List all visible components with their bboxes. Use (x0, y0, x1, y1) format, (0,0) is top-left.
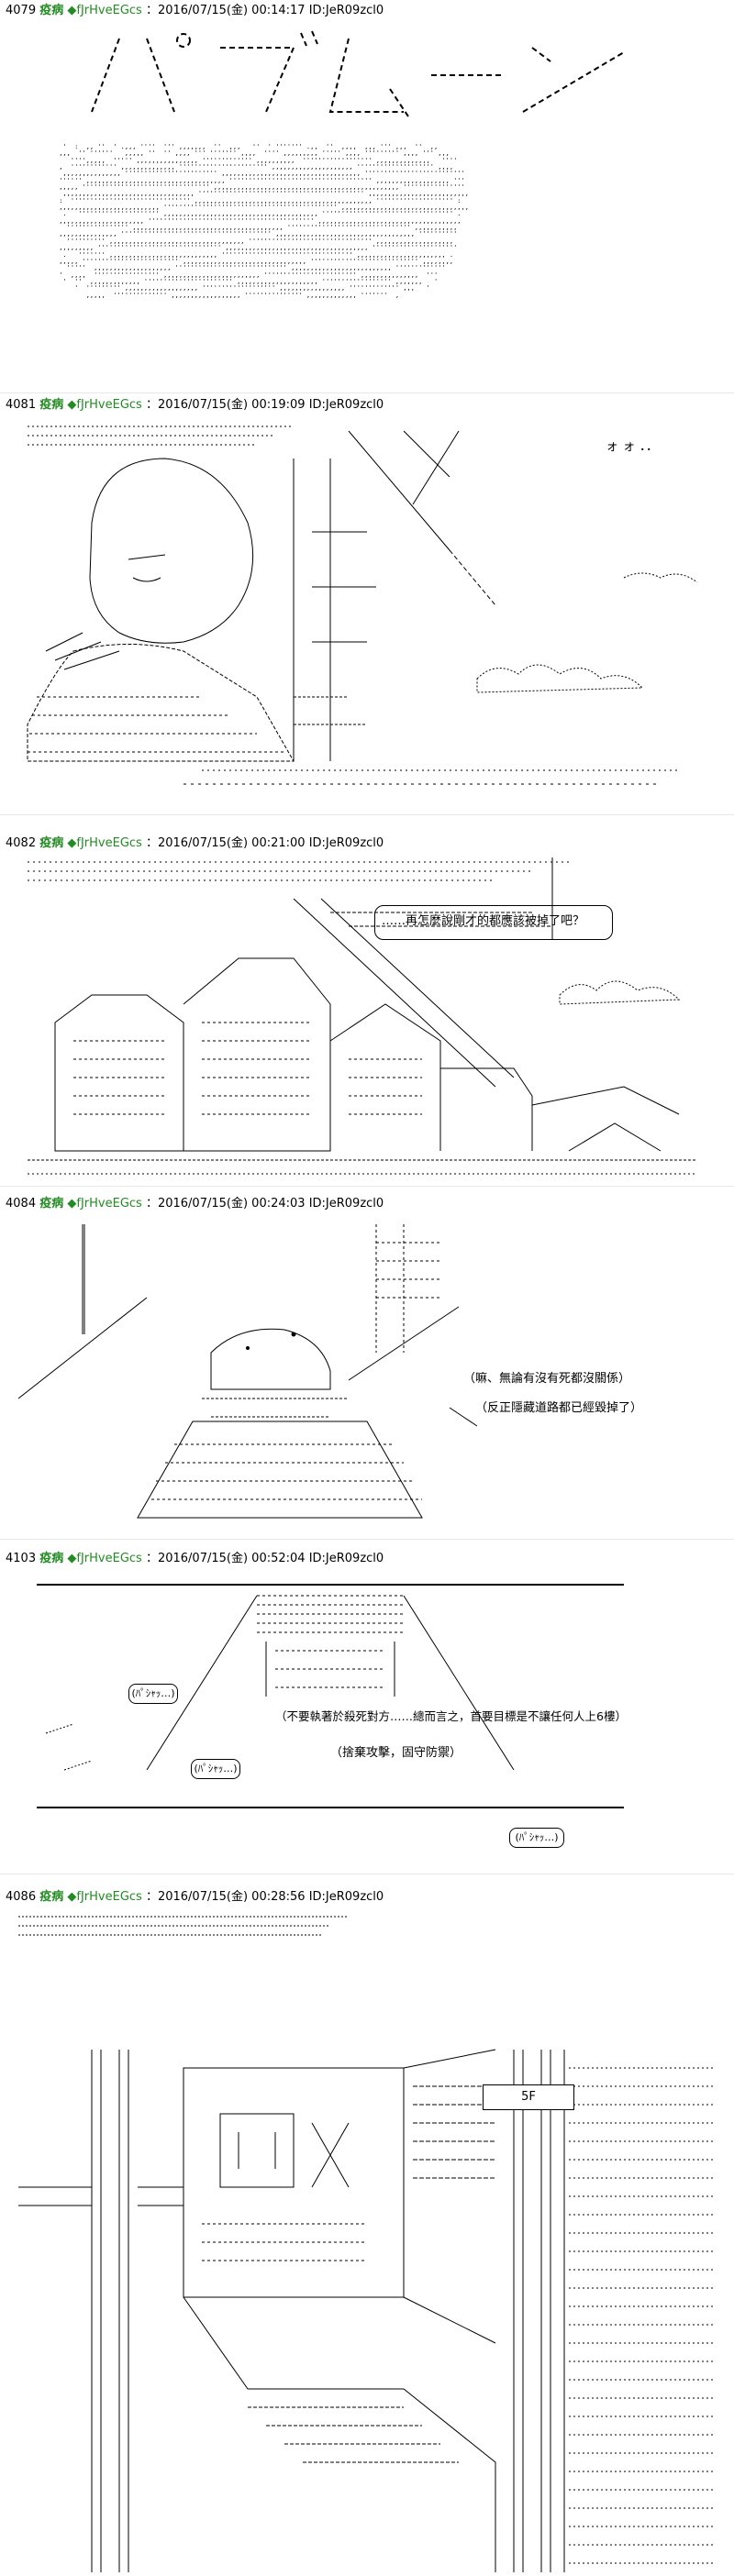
thought-text-1: （不要執著於殺死對方……總而言之，首要目標是不讓任何人上6樓） (275, 1709, 627, 1723)
post-meta: ：2016/07/15(金) 00:14:17 ID:JeR09zcl0 (145, 4, 384, 17)
post-4084: 4084 疫病 ◆fJrHveEGcs ：2016/07/15(金) 00:24… (0, 1188, 734, 1541)
sound-effect-text: ォ ォ ．． (606, 439, 659, 454)
poster-trip: ◆fJrHveEGcs (67, 398, 142, 412)
speech-text: ……再怎麼說剛才的都應該被掉了吧？ (382, 914, 585, 928)
poster-trip: ◆fJrHveEGcs (67, 836, 142, 850)
title-art (91, 30, 625, 117)
sound-effect-1: (ﾊﾟｼｬｯ…) (128, 1684, 178, 1704)
post-number[interactable]: 4081 (6, 398, 37, 412)
poster-name: 疫病 (39, 1197, 64, 1211)
sound-effect-3: (ﾊﾟｼｬｯ…) (509, 1828, 564, 1848)
poster-name: 疫病 (39, 4, 64, 17)
post-4086: 4086 疫病 ◆fJrHveEGcs ：2016/07/15(金) 00:28… (0, 1875, 734, 2576)
scene-art (28, 857, 697, 1175)
character-art (27, 426, 698, 785)
post-header: 4103 疫病 ◆fJrHveEGcs ：2016/07/15(金) 00:52… (6, 1550, 384, 1568)
title-decoration-art: ' : ,, '' ' .,,, '''' ''' ,,,,,,, '' ,,,… (59, 143, 469, 299)
corridor-art (45, 1595, 515, 1771)
post-4082: 4082 疫病 ◆fJrHveEGcs ：2016/07/15(金) 00:21… (0, 816, 734, 1188)
poster-trip: ◆fJrHveEGcs (67, 1890, 142, 1904)
post-meta: ：2016/07/15(金) 00:28:56 ID:JeR09zcl0 (145, 1890, 384, 1904)
post-number[interactable]: 4086 (6, 1890, 37, 1904)
post-number[interactable]: 4082 (6, 836, 37, 850)
post-4079: 4079 疫病 ◆fJrHveEGcs ：2016/07/15(金) 00:14… (0, 0, 734, 394)
post-header: 4084 疫病 ◆fJrHveEGcs ：2016/07/15(金) 00:24… (6, 1195, 384, 1213)
poster-trip: ◆fJrHveEGcs (67, 4, 142, 17)
post-4103: 4103 疫病 ◆fJrHveEGcs ：2016/07/15(金) 00:52… (0, 1541, 734, 1875)
post-meta: ：2016/07/15(金) 00:19:09 ID:JeR09zcl0 (145, 398, 384, 412)
post-header: 4081 疫病 ◆fJrHveEGcs ：2016/07/15(金) 00:19… (6, 396, 384, 415)
divider (0, 392, 734, 393)
post-number[interactable]: 4079 (6, 4, 37, 17)
post-number[interactable]: 4084 (6, 1197, 37, 1211)
floor-sign: 5F (483, 2084, 574, 2110)
character-art (18, 1224, 478, 1519)
divider (0, 1186, 734, 1187)
poster-name: 疫病 (39, 836, 64, 850)
thought-text-2: （反正隱藏道路都已經毀掉了） (475, 1401, 643, 1415)
post-header: 4082 疫病 ◆fJrHveEGcs ：2016/07/15(金) 00:21… (6, 835, 384, 853)
poster-trip: ◆fJrHveEGcs (67, 1197, 142, 1211)
poster-trip: ◆fJrHveEGcs (67, 1552, 142, 1565)
stair-art (18, 1916, 716, 2572)
divider (0, 814, 734, 815)
post-meta: ：2016/07/15(金) 00:21:00 ID:JeR09zcl0 (145, 836, 384, 850)
post-header: 4079 疫病 ◆fJrHveEGcs ：2016/07/15(金) 00:14… (6, 2, 384, 20)
post-header: 4086 疫病 ◆fJrHveEGcs ：2016/07/15(金) 00:28… (6, 1888, 384, 1907)
divider (0, 1539, 734, 1540)
poster-name: 疫病 (39, 1552, 64, 1565)
panel-top-border (37, 1584, 624, 1586)
panel-bottom-border (37, 1807, 624, 1808)
post-4081: 4081 疫病 ◆fJrHveEGcs ：2016/07/15(金) 00:19… (0, 394, 734, 816)
poster-name: 疫病 (39, 1890, 64, 1904)
speech-bubble (374, 905, 613, 940)
thought-text-2: （捨棄攻擊，固守防禦） (330, 1746, 462, 1760)
sound-effect-2: (ﾊﾟｼｬｯ…) (191, 1759, 240, 1779)
post-meta: ：2016/07/15(金) 00:24:03 ID:JeR09zcl0 (145, 1197, 384, 1211)
post-number[interactable]: 4103 (6, 1552, 37, 1565)
post-meta: ：2016/07/15(金) 00:52:04 ID:JeR09zcl0 (145, 1552, 384, 1565)
poster-name: 疫病 (39, 398, 64, 412)
thought-text-1: （嘛、無論有沒有死都沒關係） (463, 1372, 631, 1386)
